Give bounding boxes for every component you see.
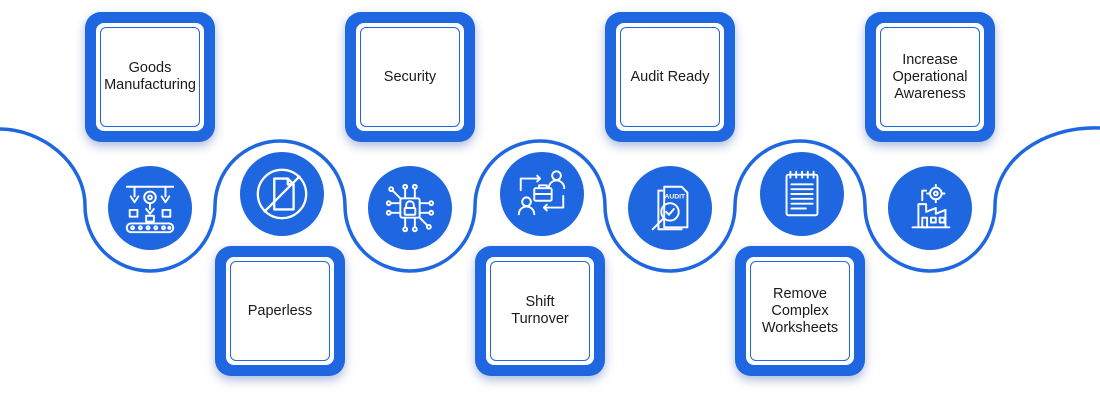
- step-label: Goods Manufacturing: [104, 60, 196, 93]
- operations-factory-icon: [888, 166, 972, 250]
- step-card-remove-complex-worksheets[interactable]: Remove Complex Worksheets: [735, 246, 865, 376]
- step-card-increase-operational-awareness[interactable]: Increase Operational Awareness: [865, 12, 995, 142]
- security-chip-lock-icon: [368, 166, 452, 250]
- step-card-shift-turnover[interactable]: Shift Turnover: [475, 246, 605, 376]
- step-label: Audit Ready: [630, 68, 710, 85]
- step-card-paperless[interactable]: Paperless: [215, 246, 345, 376]
- step-label: Paperless: [247, 302, 313, 319]
- audit-document-icon: AUDIT: [628, 166, 712, 250]
- step-label: Shift Turnover: [511, 294, 569, 327]
- step-label: Increase Operational Awareness: [892, 51, 968, 102]
- manufacturing-conveyor-icon: [108, 166, 192, 250]
- step-card-audit-ready[interactable]: Audit Ready: [605, 12, 735, 142]
- worksheet-icon: [760, 152, 844, 236]
- step-card-goods-manufacturing[interactable]: Goods Manufacturing: [85, 12, 215, 142]
- no-paper-icon: [240, 152, 324, 236]
- step-card-security[interactable]: Security: [345, 12, 475, 142]
- step-label: Remove Complex Worksheets: [761, 285, 839, 336]
- svg-text:AUDIT: AUDIT: [665, 193, 686, 200]
- step-label: Security: [383, 68, 437, 85]
- shift-handover-icon: [500, 152, 584, 236]
